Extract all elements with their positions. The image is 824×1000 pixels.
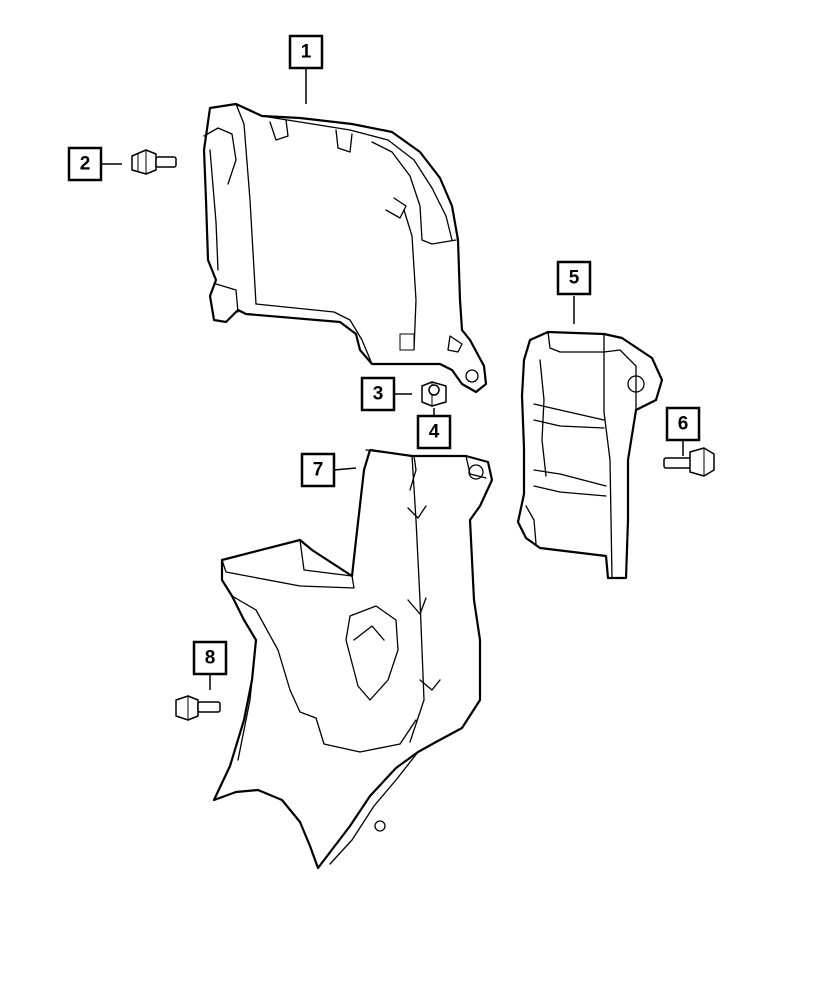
bolt-icon (663, 447, 715, 477)
callout-5: 5 (556, 260, 592, 296)
callout-7: 7 (300, 452, 336, 488)
callout-3-label: 3 (373, 384, 384, 405)
callout-7-label: 7 (313, 460, 324, 481)
callout-6: 6 (665, 406, 701, 442)
lower-timing-cover (212, 448, 494, 870)
callout-1-label: 1 (301, 42, 312, 63)
bolt-icon (175, 695, 221, 721)
callout-2-label: 2 (80, 154, 91, 175)
side-timing-cover (516, 330, 664, 580)
callout-4-label: 4 (429, 422, 440, 443)
callout-1: 1 (288, 34, 324, 70)
nut-icon (421, 381, 447, 407)
callout-4: 4 (416, 414, 452, 450)
callout-8: 8 (192, 640, 228, 676)
callout-3: 3 (360, 376, 396, 412)
callout-2: 2 (67, 146, 103, 182)
callout-5-label: 5 (569, 268, 580, 289)
callout-8-label: 8 (205, 648, 216, 669)
callout-6-label: 6 (678, 414, 689, 435)
upper-timing-cover (202, 102, 488, 394)
bolt-icon (131, 149, 177, 175)
